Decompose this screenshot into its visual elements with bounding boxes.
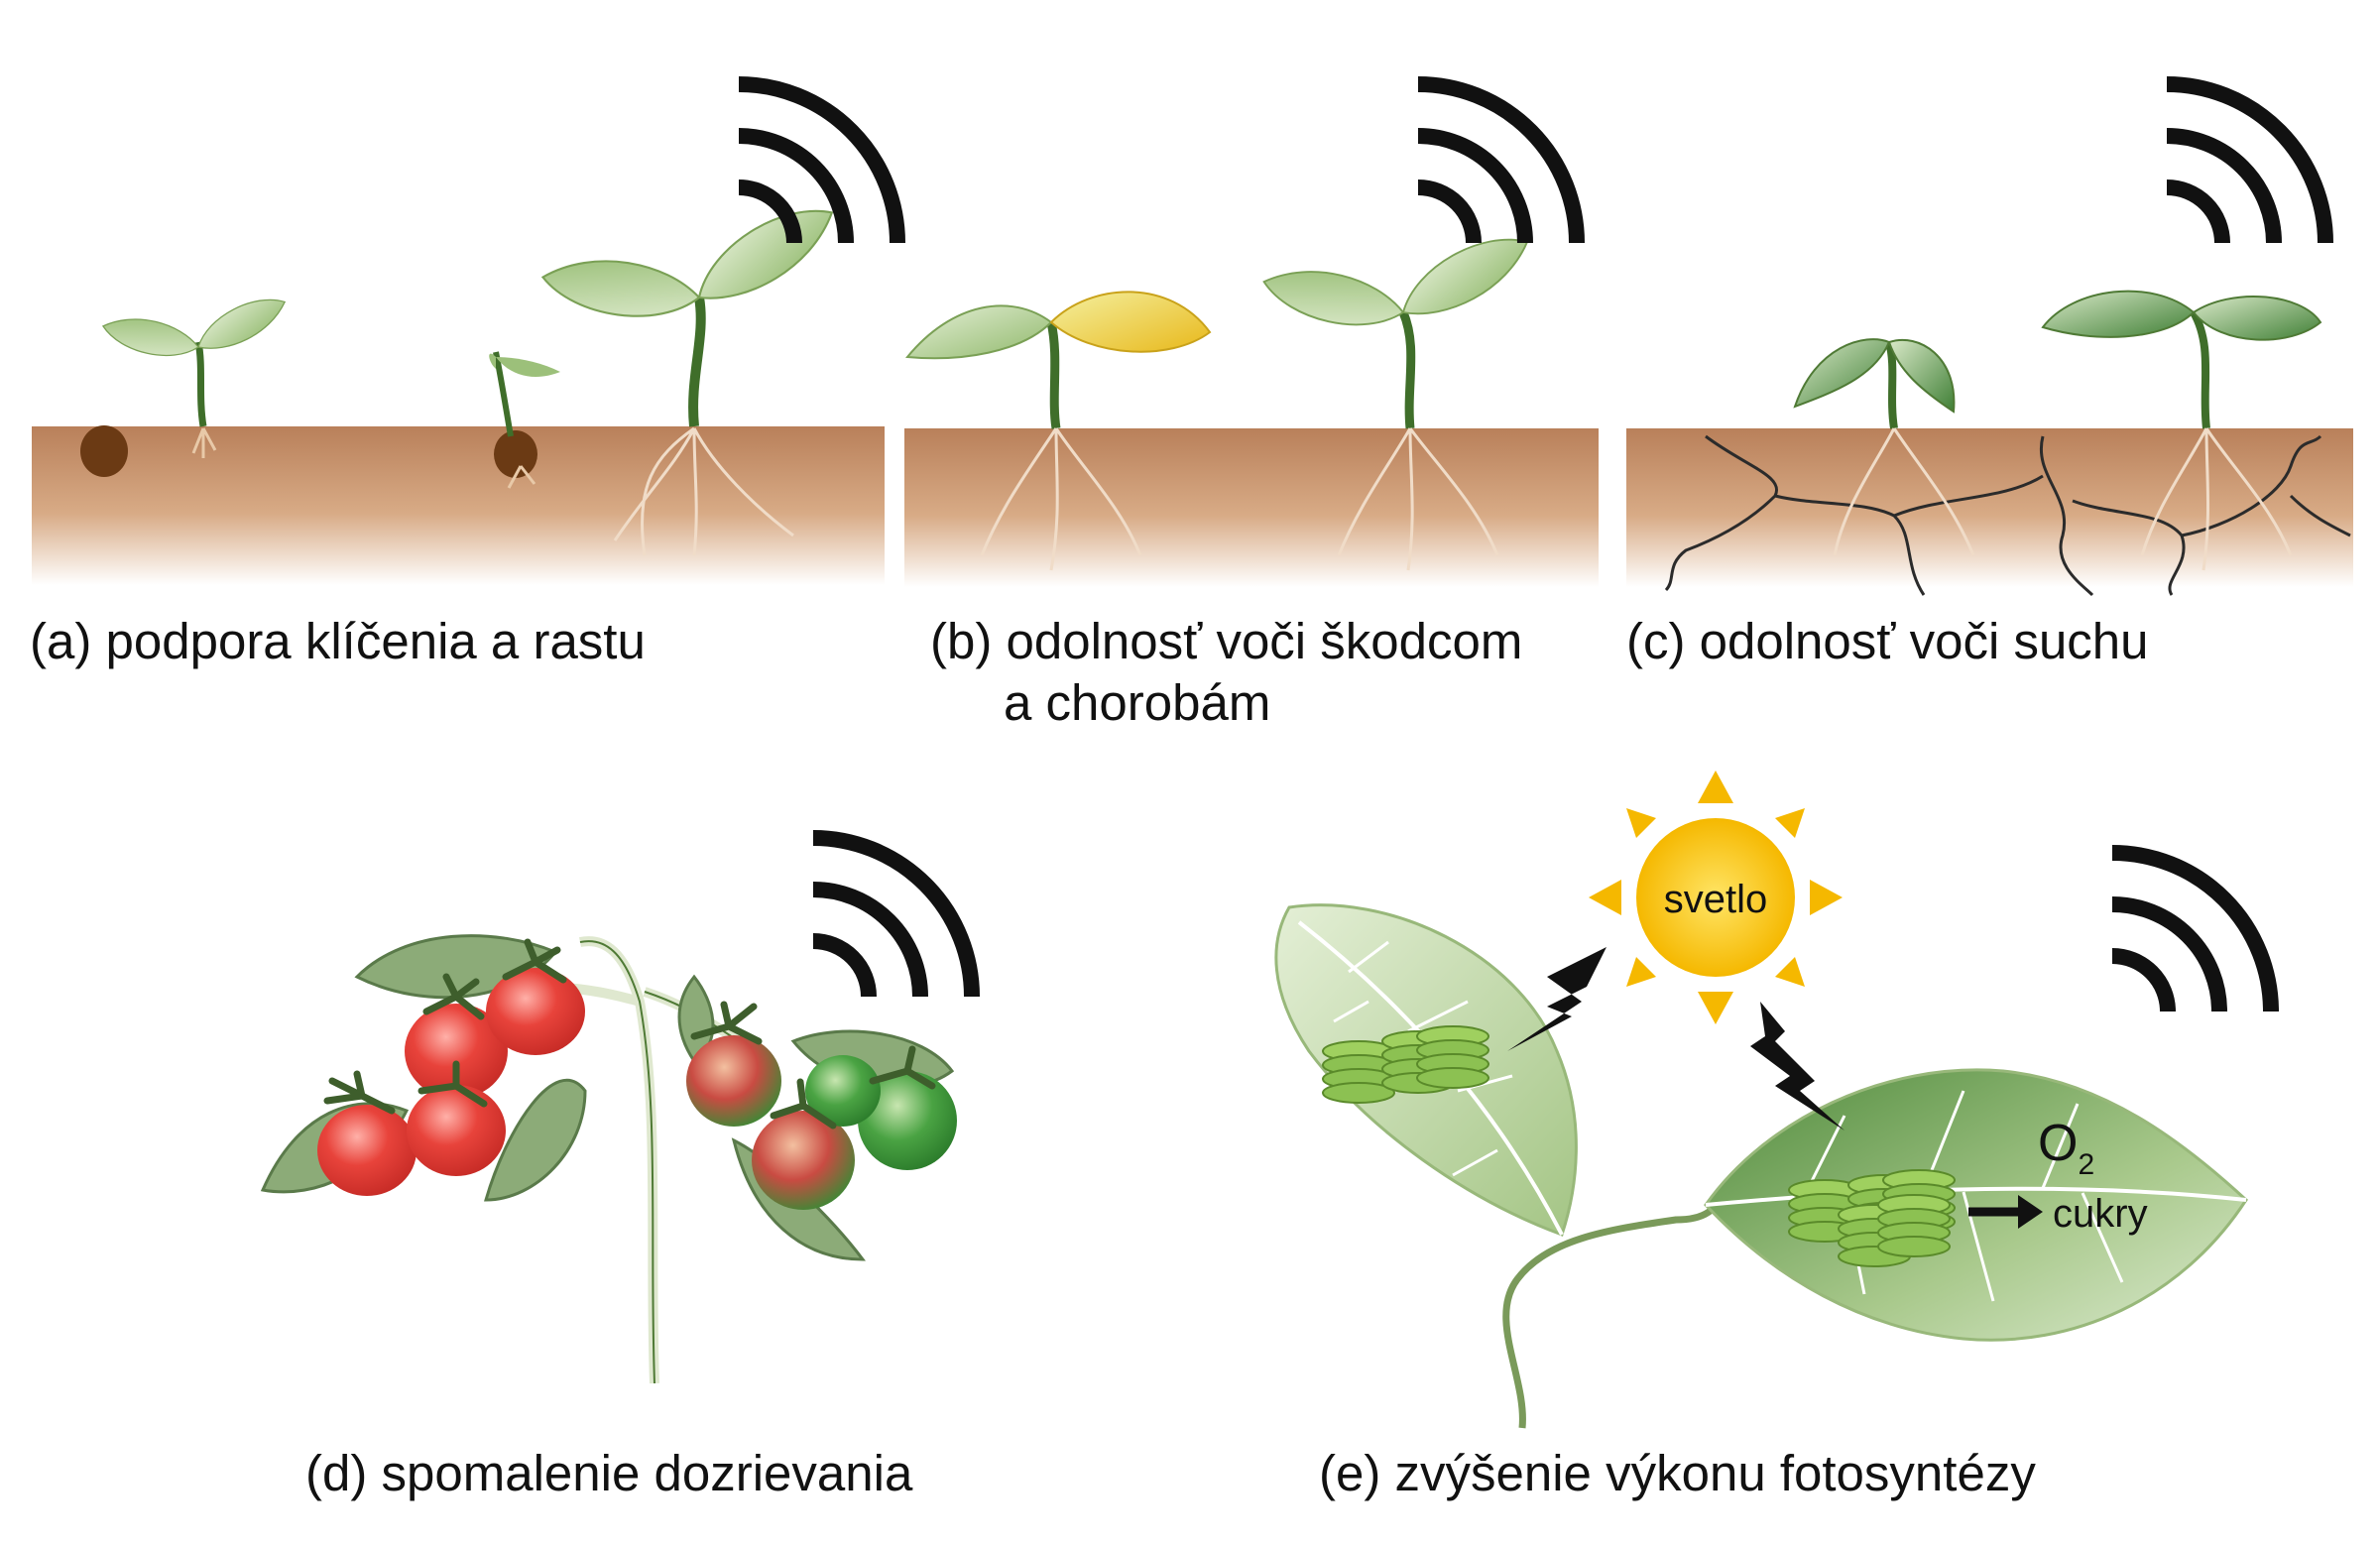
- diseased-plant-icon: [905, 291, 1212, 571]
- sprouting-seed-icon: [489, 351, 560, 489]
- soil-strip: [32, 426, 885, 585]
- sugar-label: cukry: [2053, 1192, 2148, 1236]
- lightning-icon: [1507, 947, 1606, 1051]
- panel-e: svetlo O2 cukry: [1274, 771, 2271, 1429]
- caption-b: (b) odolnosť voči škodcom: [930, 613, 1523, 669]
- sound-wave-icon: [2167, 84, 2325, 243]
- seedling-icon: [98, 291, 294, 458]
- sun-icon: [1589, 771, 1843, 1024]
- plant-icon: [536, 194, 849, 556]
- oxygen-subscript: 2: [2078, 1148, 2094, 1181]
- healthy-plant-icon: [1256, 225, 1541, 571]
- sound-wave-icon: [2112, 853, 2271, 1012]
- caption-a: (a) podpora klíčenia a rastu: [30, 613, 646, 669]
- tomato-fruits: [317, 968, 957, 1210]
- panel-c: [1626, 84, 2353, 597]
- panel-b: [904, 84, 1599, 587]
- panel-a: [32, 84, 897, 585]
- soil-cracks: [1664, 434, 2351, 597]
- sun-label: svetlo: [1664, 878, 1768, 921]
- tomato-calyxes: [323, 938, 936, 1130]
- sound-wave-icon: [813, 838, 972, 997]
- soil-strip: [1626, 428, 2353, 587]
- caption-d: (d) spomalenie dozrievania: [305, 1445, 913, 1501]
- sound-wave-icon: [1418, 84, 1577, 243]
- resistant-plant-icon: [2041, 290, 2322, 571]
- soil-strip: [904, 428, 1599, 587]
- oxygen-label: O2: [2038, 1115, 2094, 1181]
- caption-e: (e) zvýšenie výkonu fotosyntézy: [1319, 1445, 2036, 1501]
- lightning-icon: [1750, 1002, 1844, 1130]
- caption-c: (c) odolnosť voči suchu: [1626, 613, 2149, 669]
- wilting-plant-icon: [1793, 338, 1975, 556]
- seed-icon: [80, 425, 128, 477]
- panel-d: [260, 838, 972, 1384]
- caption-b-line2: a chorobám: [1004, 674, 1271, 731]
- leaf-right: [1704, 1068, 2248, 1342]
- leaf-stem: [1502, 1188, 1729, 1429]
